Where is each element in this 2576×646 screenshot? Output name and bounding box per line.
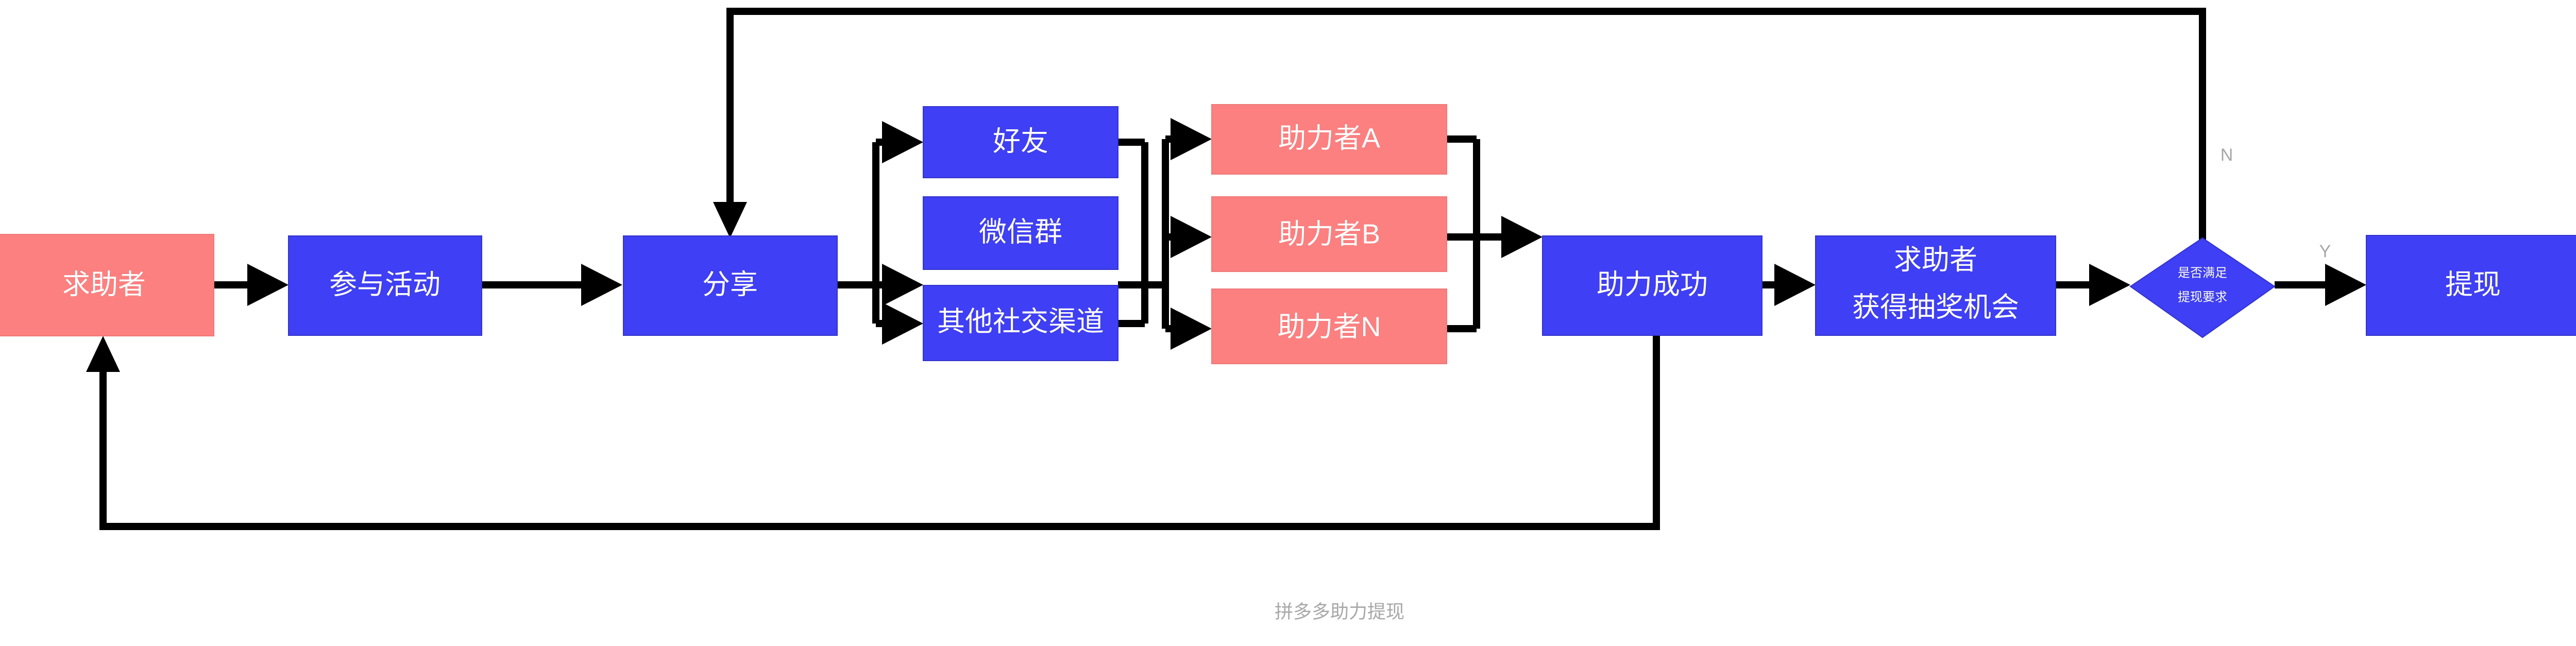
node-decision-withdraw[interactable]: 是否满足 提现要求 <box>2129 237 2276 338</box>
node-requester-gets-lottery-label-line2: 获得抽奖机会 <box>1852 292 2019 322</box>
node-channel-other-social[interactable]: 其他社交渠道 <box>923 285 1118 361</box>
edge-label-yes: Y <box>2319 242 2331 261</box>
node-requester-gets-lottery[interactable]: 求助者 获得抽奖机会 <box>1815 235 2056 336</box>
edge-share-to-channels <box>837 121 923 345</box>
node-requester-gets-lottery-label-line1: 求助者 <box>1894 244 1977 275</box>
node-channel-other-social-label: 其他社交渠道 <box>937 306 1104 337</box>
node-channel-wechat-group-label: 微信群 <box>979 216 1062 247</box>
node-requester-start-label: 求助者 <box>62 269 146 300</box>
node-channel-friend[interactable]: 好友 <box>923 106 1118 178</box>
edge-no-feedback-to-share <box>713 8 2206 240</box>
edge-label-no: N <box>2221 145 2233 165</box>
node-boost-success[interactable]: 助力成功 <box>1542 235 1762 336</box>
node-helper-a-label: 助力者A <box>1278 123 1380 154</box>
edge-helpers-to-boost-success <box>1447 135 1543 332</box>
node-helper-b[interactable]: 助力者B <box>1211 196 1447 272</box>
node-decision-withdraw-label-line1: 是否满足 <box>2178 266 2227 280</box>
node-channel-wechat-group[interactable]: 微信群 <box>923 196 1118 270</box>
node-requester-start[interactable]: 求助者 <box>0 234 214 336</box>
node-join-activity-label: 参与活动 <box>329 269 440 300</box>
edge-decision-yes-to-withdraw <box>2275 264 2366 306</box>
node-decision-withdraw-label-line2: 提现要求 <box>2178 290 2227 304</box>
edge-join-to-share <box>482 264 622 306</box>
node-join-activity[interactable]: 参与活动 <box>288 235 482 336</box>
node-share[interactable]: 分享 <box>623 235 838 336</box>
node-helper-n[interactable]: 助力者N <box>1211 288 1447 364</box>
edge-boost-success-to-requester <box>86 269 1660 530</box>
node-boost-success-label: 助力成功 <box>1597 269 1708 300</box>
edge-lottery-to-decision <box>2056 264 2130 306</box>
node-helper-b-label: 助力者B <box>1278 218 1380 249</box>
node-withdraw-label: 提现 <box>2445 269 2501 300</box>
diagram-caption: 拼多多助力提现 <box>1275 601 1404 622</box>
edge-channels-to-helpers <box>1118 118 1212 350</box>
node-share-label: 分享 <box>702 269 758 300</box>
node-helper-a[interactable]: 助力者A <box>1211 104 1447 175</box>
node-channel-friend-label: 好友 <box>993 126 1048 157</box>
node-helper-n-label: 助力者N <box>1278 311 1381 342</box>
node-withdraw[interactable]: 提现 <box>2366 235 2576 336</box>
edge-requester-to-join <box>214 264 289 306</box>
edge-boost-success-to-lottery <box>1762 264 1816 306</box>
